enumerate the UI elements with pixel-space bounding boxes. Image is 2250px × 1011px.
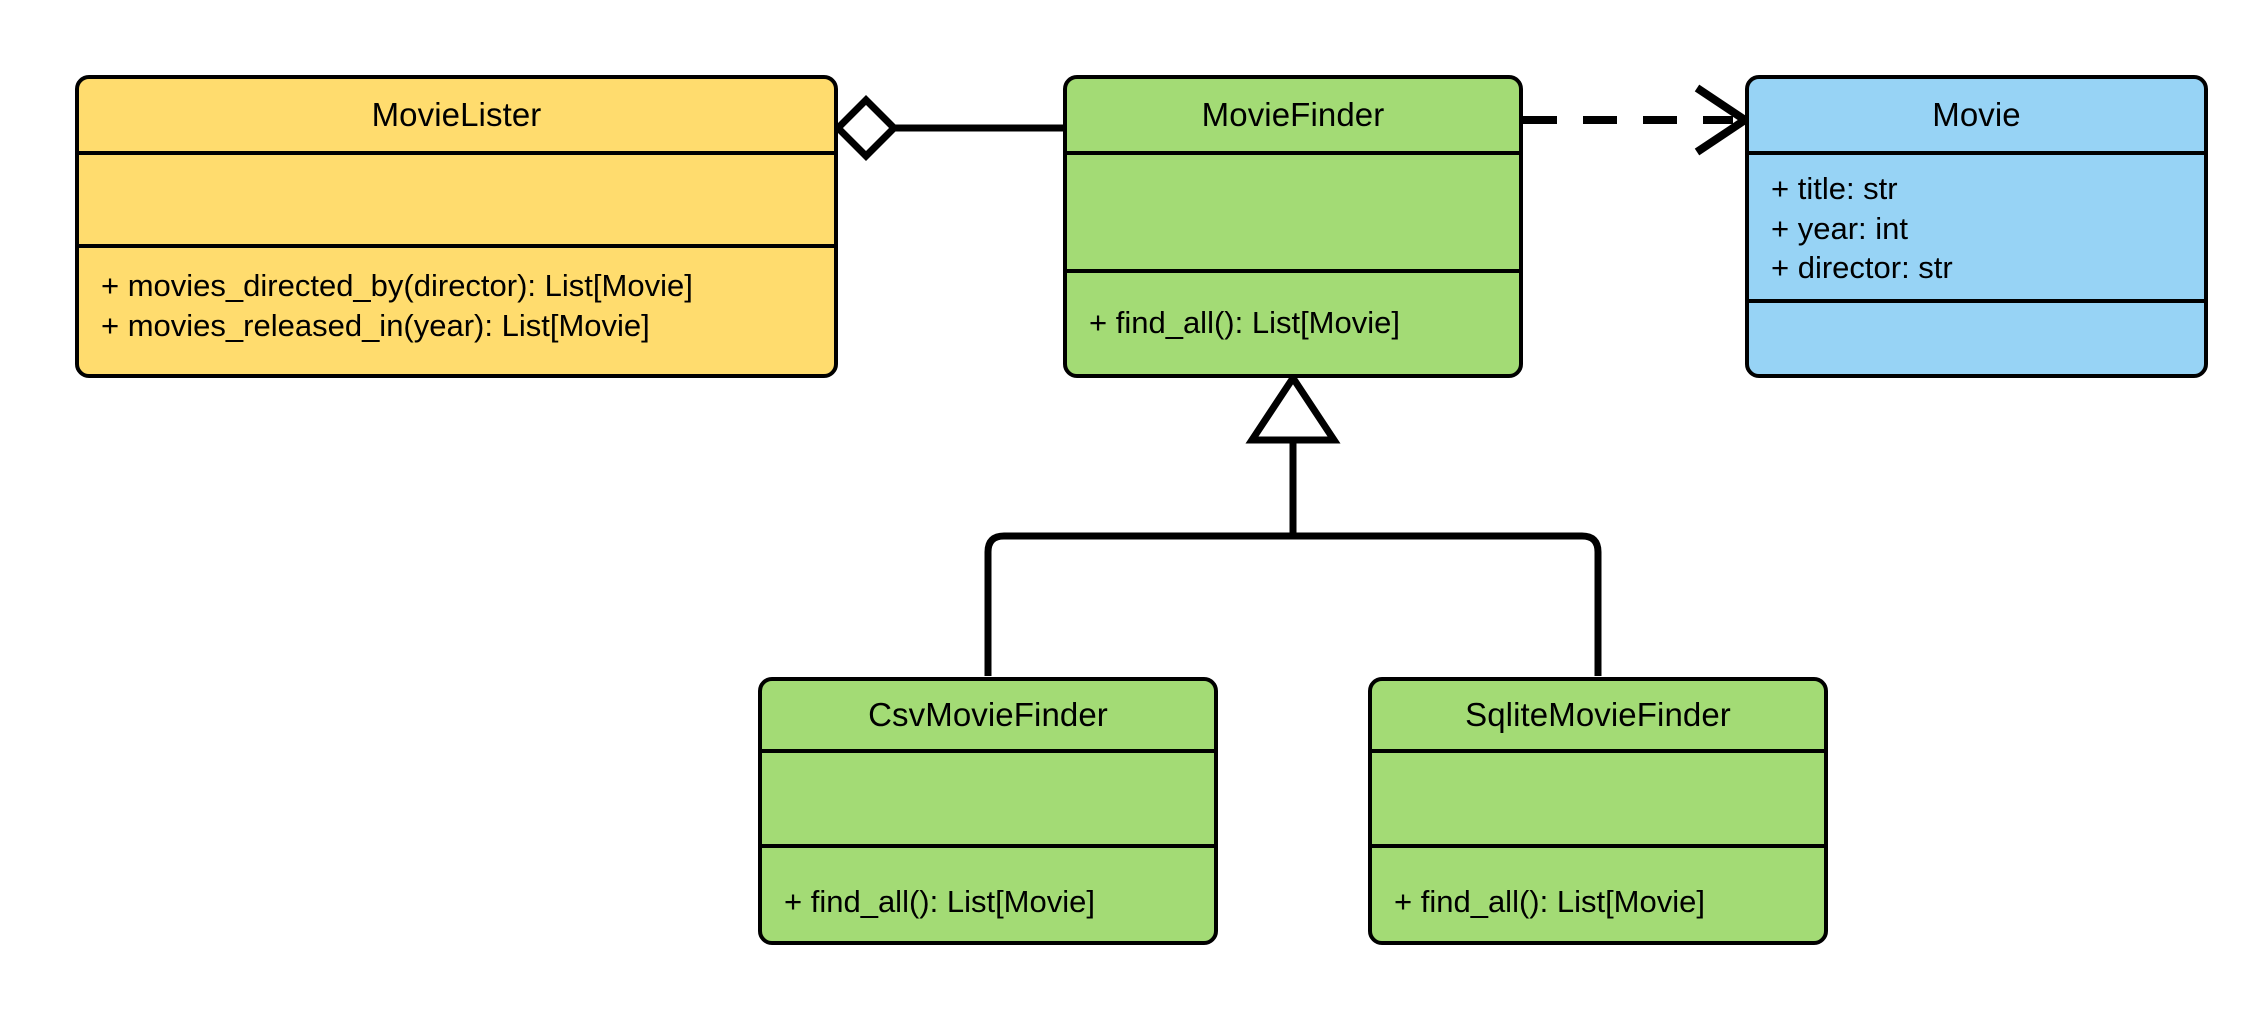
method-line: + find_all(): List[Movie]	[1394, 884, 1705, 919]
attribute-line: + director: str	[1771, 250, 1953, 286]
uml-class-sqlitemoviefinder[interactable]: SqliteMovieFinder + find_all(): List[Mov…	[1368, 677, 1828, 945]
class-attributes-compartment	[762, 749, 1214, 844]
class-name-compartment: CsvMovieFinder	[762, 681, 1214, 749]
method-line: + movies_directed_by(director): List[Mov…	[101, 268, 693, 303]
dependency-edge-moviefinder-movie	[1523, 84, 1753, 156]
attribute-line: + year: int	[1771, 210, 1908, 246]
class-name-label: SqliteMovieFinder	[1465, 695, 1731, 733]
generalization-edge-tree	[984, 371, 1602, 676]
class-name-compartment: MovieFinder	[1067, 79, 1519, 151]
class-name-compartment: SqliteMovieFinder	[1372, 681, 1824, 749]
class-methods-compartment: + find_all(): List[Movie]	[762, 844, 1214, 941]
class-name-compartment: Movie	[1749, 79, 2204, 151]
class-name-label: MovieLister	[371, 95, 542, 133]
class-attributes-compartment: + title: str + year: int + director: str	[1749, 151, 2204, 299]
uml-class-csvmoviefinder[interactable]: CsvMovieFinder + find_all(): List[Movie]	[758, 677, 1218, 945]
method-line: + find_all(): List[Movie]	[784, 884, 1095, 919]
class-attributes-compartment	[1372, 749, 1824, 844]
class-name-compartment: MovieLister	[79, 79, 834, 151]
method-line: + find_all(): List[Movie]	[1089, 305, 1400, 340]
method-line: + movies_released_in(year): List[Movie]	[101, 307, 650, 343]
class-attributes-compartment	[1067, 151, 1519, 269]
class-methods-compartment	[1749, 299, 2204, 374]
class-attributes-compartment	[79, 151, 834, 244]
class-name-label: CsvMovieFinder	[868, 695, 1108, 733]
class-name-label: Movie	[1932, 95, 2021, 133]
uml-class-movie[interactable]: Movie + title: str + year: int + directo…	[1745, 75, 2208, 378]
aggregation-edge-movielister-moviefinder	[833, 95, 1063, 161]
class-methods-compartment: + find_all(): List[Movie]	[1067, 269, 1519, 374]
hollow-diamond-icon	[833, 95, 899, 161]
class-methods-compartment: + movies_directed_by(director): List[Mov…	[79, 244, 834, 374]
class-name-label: MovieFinder	[1201, 95, 1385, 133]
uml-class-movielister[interactable]: MovieLister + movies_directed_by(directo…	[75, 75, 838, 378]
attribute-line: + title: str	[1771, 171, 1898, 206]
uml-class-moviefinder[interactable]: MovieFinder + find_all(): List[Movie]	[1063, 75, 1523, 378]
generalization-bus	[984, 532, 1602, 676]
hollow-triangle-icon	[1245, 371, 1341, 444]
class-methods-compartment: + find_all(): List[Movie]	[1372, 844, 1824, 941]
open-arrow-icon	[1694, 84, 1753, 156]
